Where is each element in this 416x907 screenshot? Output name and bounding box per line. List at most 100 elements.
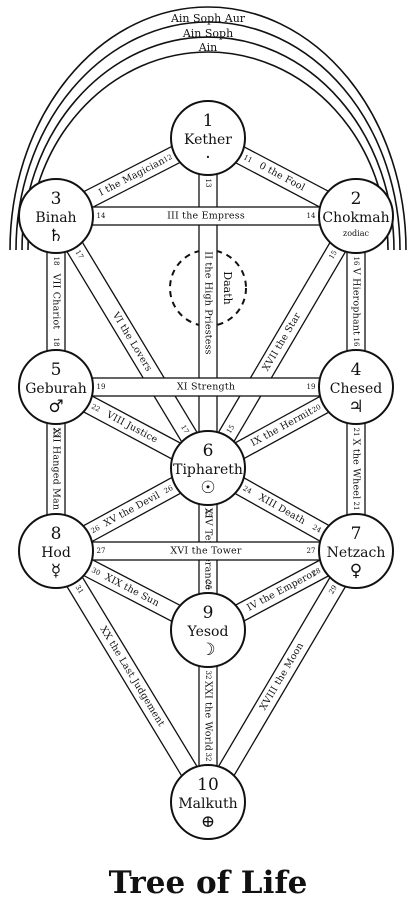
path-number: 16 bbox=[352, 257, 360, 266]
sephira-name: Chesed bbox=[330, 381, 382, 397]
path-label: XXI the World bbox=[203, 681, 214, 751]
path-number: 16 bbox=[352, 338, 360, 347]
sephira-number: 7 bbox=[351, 524, 362, 544]
path-number: 24 bbox=[241, 484, 253, 496]
sephira-circle bbox=[18, 513, 94, 589]
sephira-circle bbox=[170, 430, 246, 506]
sephira-circle bbox=[318, 513, 394, 589]
sephira-name: Tiphareth bbox=[173, 462, 243, 478]
sephira-name: Hod bbox=[41, 545, 71, 561]
sephira-number: 6 bbox=[203, 441, 214, 461]
sephira-circle bbox=[18, 178, 94, 254]
sephira-name: Chokmah bbox=[322, 210, 389, 226]
path-number: 17 bbox=[179, 424, 190, 436]
path-number: 18 bbox=[52, 338, 60, 347]
planet-symbol-icon: ♄ bbox=[48, 226, 63, 246]
path-number: 29 bbox=[327, 584, 338, 596]
sephira-number: 10 bbox=[197, 775, 219, 795]
planet-symbol-icon: ☽ bbox=[200, 640, 215, 660]
path-label: I the Magician bbox=[97, 155, 167, 198]
path-label: III the Empress bbox=[167, 211, 245, 222]
path-number: 25 bbox=[204, 509, 212, 518]
daath-label: Daath bbox=[221, 271, 234, 304]
path-label: XV the Devil bbox=[102, 490, 162, 530]
veil-label-ain-soph-aur: Ain Soph Aur bbox=[170, 12, 246, 25]
path-number: 32 bbox=[204, 753, 212, 762]
path-label: XX the Last Judgement bbox=[97, 624, 166, 728]
sephira-number: 9 bbox=[203, 603, 214, 623]
planet-symbol-icon: ♃ bbox=[348, 397, 363, 417]
path-number: 23 bbox=[52, 428, 60, 437]
veil-label-ain: Ain bbox=[198, 41, 218, 54]
path-number: 15 bbox=[328, 249, 339, 261]
path-label: IX the Hermit bbox=[249, 406, 315, 449]
path-number: 12 bbox=[162, 153, 174, 164]
sephira-name: Yesod bbox=[187, 624, 229, 640]
path-label: XII Hanged Man bbox=[51, 428, 62, 510]
sephira-circle bbox=[170, 100, 246, 176]
path-number: 15 bbox=[225, 423, 236, 435]
path-number: 30 bbox=[90, 566, 102, 577]
veil-label-ain-soph: Ain Soph bbox=[182, 27, 233, 40]
planet-symbol-icon: ♀ bbox=[350, 561, 362, 581]
veil-arc-4 bbox=[27, 51, 389, 251]
path-number: 26 bbox=[90, 524, 102, 536]
sephira-subtitle: zodiac bbox=[343, 229, 369, 238]
sephira-number: 4 bbox=[351, 360, 362, 380]
path-label: XI Strength bbox=[177, 382, 235, 393]
path-number: 27 bbox=[307, 547, 316, 555]
sephira-circle bbox=[170, 592, 246, 668]
path-19: XI Strength 19 19 bbox=[55, 377, 357, 397]
veil-arc-1 bbox=[9, 6, 407, 251]
diagram-title: Tree of Life bbox=[109, 865, 308, 901]
path-label: XVIII the Moon bbox=[258, 641, 306, 713]
path-label: VI the Lovers bbox=[109, 310, 154, 374]
path-number: 28 bbox=[310, 567, 322, 578]
path-number: 22 bbox=[90, 403, 102, 414]
sephira-name: Geburah bbox=[25, 381, 87, 397]
path-label: VII Chariot bbox=[51, 273, 62, 330]
path-number: 21 bbox=[352, 502, 360, 511]
path-number: 31 bbox=[74, 584, 85, 596]
path-number: 24 bbox=[311, 523, 323, 535]
sephira-number: 2 bbox=[351, 189, 362, 209]
planet-symbol-icon: ♂ bbox=[48, 397, 63, 417]
planet-symbol-icon: ☿ bbox=[51, 561, 61, 581]
sephira-circle bbox=[18, 349, 94, 425]
path-number: 19 bbox=[97, 383, 106, 391]
sephira-number: 1 bbox=[203, 111, 214, 131]
sephira-name: Malkuth bbox=[178, 796, 237, 812]
sephira-number: 8 bbox=[51, 524, 62, 544]
path-number: 17 bbox=[74, 249, 85, 261]
planet-symbol-icon: · bbox=[205, 148, 210, 168]
veil-arc-2 bbox=[15, 21, 401, 251]
path-number: 32 bbox=[204, 671, 212, 680]
path-number: 25 bbox=[204, 581, 212, 590]
sephira-number: 3 bbox=[51, 189, 62, 209]
path-label: XVII the Star bbox=[261, 311, 304, 374]
veils-of-negative-existence: Ain Soph Aur Ain Soph Ain bbox=[9, 6, 407, 251]
path-label: V Hierophant bbox=[351, 267, 362, 335]
path-label: XVI the Tower bbox=[170, 546, 241, 557]
sephira-number: 5 bbox=[51, 360, 62, 380]
planet-symbol-icon: ⊕ bbox=[201, 812, 215, 832]
path-number: 19 bbox=[307, 383, 316, 391]
path-label: II the High Priestess bbox=[203, 251, 214, 355]
path-number: 14 bbox=[307, 212, 316, 220]
planet-symbol-icon: ☉ bbox=[200, 478, 215, 498]
